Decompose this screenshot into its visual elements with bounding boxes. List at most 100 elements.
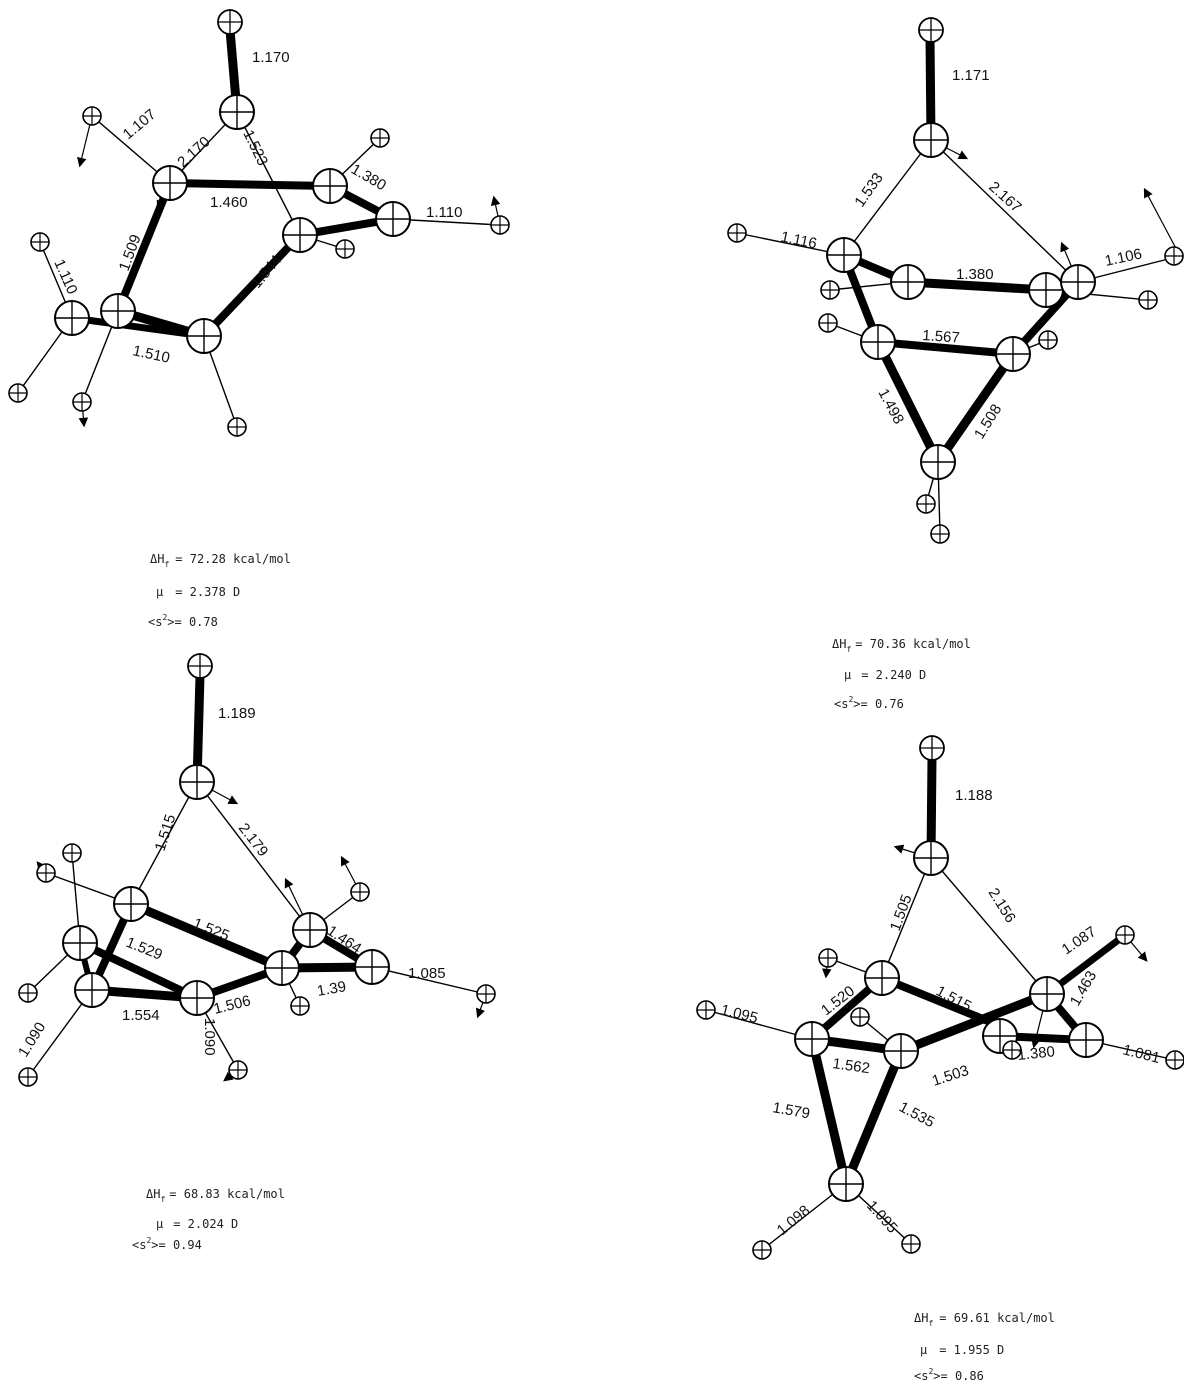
bond-length-label: 1.579 <box>771 1099 811 1122</box>
carbon-atom <box>883 1033 919 1069</box>
oxygen-atom <box>919 735 945 761</box>
bond-length-label: 1.081 <box>1121 1041 1162 1067</box>
hydrogen-atom <box>1138 290 1158 310</box>
bond-length-label: 1.529 <box>124 934 165 964</box>
svg-text:μ= 2.024 D: μ= 2.024 D <box>156 1217 238 1231</box>
bond-length-label: 1.098 <box>774 1202 814 1239</box>
bond-length-label: 1.170 <box>252 49 290 66</box>
hydrogen-atom <box>930 524 950 544</box>
carbon-atom <box>920 444 956 480</box>
carbon-atom <box>179 980 215 1016</box>
bond-length-label: 1.554 <box>122 1007 160 1024</box>
bond-length-label: 1.095 <box>863 1197 901 1236</box>
hydrogen-atom <box>18 983 38 1003</box>
structure-bottom-left: 1.189 1.515 2.179 1.525 1.464 1.529 1.08… <box>15 653 496 1252</box>
carbon-atom <box>264 950 300 986</box>
carbon-atom <box>828 1166 864 1202</box>
hydrogen-atom <box>350 882 370 902</box>
hydrogen-atom <box>752 1240 772 1260</box>
hydrogen-atom <box>36 863 56 883</box>
bond <box>78 939 199 1002</box>
carbon-atom <box>219 94 255 130</box>
carbon-atom <box>186 318 222 354</box>
bond-length-label: 1.090 <box>201 1018 218 1056</box>
bond-length-label: 1.189 <box>218 705 256 722</box>
hydrogen-atom <box>228 1060 248 1080</box>
carbon-atom <box>375 201 411 237</box>
svg-text:μ= 1.955 D: μ= 1.955 D <box>920 1343 1004 1357</box>
bond-length-label: 1.380 <box>956 266 994 283</box>
hydrogen-atom <box>30 232 50 252</box>
svg-text:μ= 2.378 D: μ= 2.378 D <box>156 585 240 599</box>
carbon-atom <box>890 264 926 300</box>
hydrogen-atom <box>82 106 102 126</box>
bond-length-label: 2.156 <box>985 885 1019 926</box>
bond <box>129 899 284 973</box>
carbon-atom <box>312 168 348 204</box>
carbon-atom <box>1060 264 1096 300</box>
bond-length-label: 1.505 <box>887 892 916 933</box>
svg-text:ΔHf= 68.83 kcal/mol: ΔHf= 68.83 kcal/mol <box>146 1187 285 1204</box>
structure-top-right: 1.171 1.533 2.167 1.116 1.380 1.106 1.56… <box>727 17 1184 711</box>
carbon-atom <box>100 293 136 329</box>
svg-text:<s2>= 0.76: <s2>= 0.76 <box>834 695 904 711</box>
bond-length-label: 1.523 <box>239 127 271 168</box>
properties-block: ΔHf= 72.28 kcal/mol μ= 2.378 D <s2>= 0.7… <box>148 552 291 629</box>
hydrogen-atom <box>1164 246 1184 266</box>
carbon-atom <box>62 925 98 961</box>
bond-length-label: 2.179 <box>235 820 272 860</box>
hydrogen-atom <box>818 948 838 968</box>
svg-text:ΔHf= 69.61 kcal/mol: ΔHf= 69.61 kcal/mol <box>914 1311 1055 1328</box>
hydrogen-atom <box>227 417 247 437</box>
bond-length-label: 2.170 <box>174 133 213 171</box>
carbon-atom <box>864 960 900 996</box>
bond-length-label: 1.087 <box>1059 923 1100 958</box>
structure-top-left: 1.170 1.107 2.170 1.523 1.460 1.380 1.11… <box>8 9 510 629</box>
bond <box>169 179 331 190</box>
bond <box>201 232 303 339</box>
oxygen-atom <box>217 9 243 35</box>
hydrogen-atom <box>8 383 28 403</box>
carbon-atom <box>74 972 110 1008</box>
bond-length-label: 1.567 <box>922 327 961 347</box>
carbon-atom <box>913 840 949 876</box>
bond-length-label: 1.503 <box>930 1062 971 1090</box>
hydrogen-atom <box>335 239 355 259</box>
carbon-atom <box>113 886 149 922</box>
bond-length-label: 1.107 <box>120 106 160 143</box>
bond-length-label: 1.116 <box>779 228 818 252</box>
carbon-atom <box>1068 1022 1104 1058</box>
carbon-atom <box>292 912 328 948</box>
hydrogen-atom <box>696 1000 716 1020</box>
hydrogen-atom <box>490 215 510 235</box>
properties-block: ΔHf= 68.83 kcal/mol μ= 2.024 D <s2>= 0.9… <box>132 1187 285 1252</box>
carbon-atom <box>1029 976 1065 1012</box>
bond <box>841 1049 906 1186</box>
bond-length-label: 1.110 <box>426 204 462 221</box>
svg-text:<s2>= 0.78: <s2>= 0.78 <box>148 613 218 629</box>
hydrogen-atom <box>916 494 936 514</box>
hydrogen-atom <box>1165 1050 1184 1070</box>
properties-block: ΔHf= 70.36 kcal/mol μ= 2.240 D <s2>= 0.7… <box>832 637 971 711</box>
carbon-atom <box>179 764 215 800</box>
carbon-atom <box>794 1021 830 1057</box>
properties-block: ΔHf= 69.61 kcal/mol μ= 1.955 D <s2>= 0.8… <box>914 1311 1055 1383</box>
hydrogen-atom <box>901 1234 921 1254</box>
svg-text:ΔHf= 72.28 kcal/mol: ΔHf= 72.28 kcal/mol <box>150 552 291 569</box>
svg-text:<s2>= 0.86: <s2>= 0.86 <box>914 1367 984 1383</box>
bond-length-label: 1.380 <box>348 161 389 194</box>
oxygen-atom <box>187 653 213 679</box>
hydrogen-atom <box>72 392 92 412</box>
bond-length-label: 1.085 <box>408 965 446 982</box>
carbon-atom <box>282 217 318 253</box>
hydrogen-atom <box>290 996 310 1016</box>
bond-length-label: 1.095 <box>719 1001 760 1027</box>
svg-text:ΔHf= 70.36 kcal/mol: ΔHf= 70.36 kcal/mol <box>832 637 971 654</box>
bond <box>71 314 205 340</box>
bond-length-label: 1.188 <box>955 787 993 804</box>
bond <box>934 351 1017 465</box>
bond <box>907 277 1047 295</box>
carbon-atom <box>913 122 949 158</box>
svg-text:<s2>= 0.94: <s2>= 0.94 <box>132 1236 202 1252</box>
